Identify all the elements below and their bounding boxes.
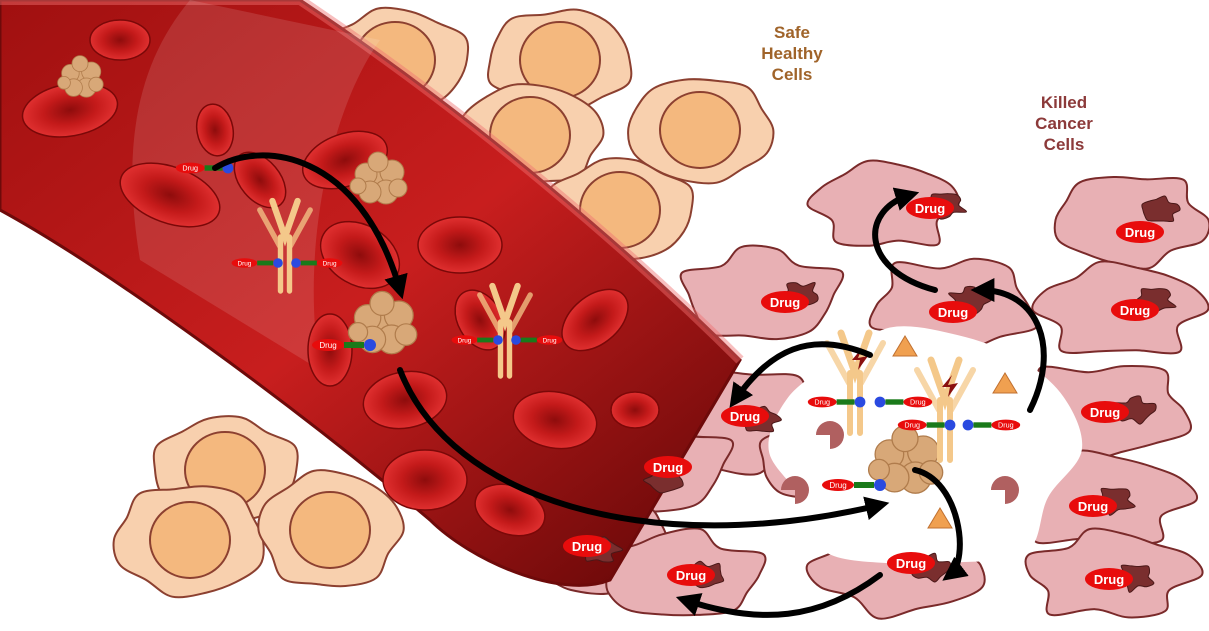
healthy-cell-nucleus: [660, 92, 740, 168]
conjugation-site: [963, 420, 974, 431]
drug-badge: Drug: [1116, 221, 1164, 243]
drug-badge-text: Drug: [653, 460, 683, 475]
drug-payload-text: Drug: [543, 337, 557, 344]
drug-badge: Drug: [1111, 299, 1159, 321]
drug-badge-text: Drug: [1094, 572, 1124, 587]
red-blood-cell: [90, 20, 150, 60]
linker: [521, 338, 537, 343]
drug-badge: Drug: [929, 301, 977, 323]
conjugation-site: [291, 258, 301, 268]
protein-lobe: [348, 323, 367, 342]
drug-payload-text: Drug: [319, 341, 336, 350]
drug-badge: Drug: [721, 405, 769, 427]
red-blood-cell: [383, 450, 467, 510]
linker: [973, 422, 991, 427]
protein-lobe: [395, 324, 417, 346]
drug-payload-text: Drug: [829, 481, 846, 490]
drug-badge-text: Drug: [896, 556, 926, 571]
red-blood-cell: [418, 217, 502, 273]
conjugation-site: [364, 339, 376, 351]
drug-badge: Drug: [563, 535, 611, 557]
drug-badge: Drug: [761, 291, 809, 313]
drug-badge-text: Drug: [1078, 499, 1108, 514]
drug-badge: Drug: [887, 552, 935, 574]
drug-payload-text: Drug: [323, 260, 337, 267]
linker: [927, 422, 945, 427]
conjugation-site: [273, 258, 283, 268]
drug-badge-text: Drug: [1125, 225, 1155, 240]
linker: [854, 482, 874, 488]
drug-badge-text: Drug: [770, 295, 800, 310]
drug-payload-text: Drug: [904, 421, 920, 430]
protein-lobe: [370, 291, 394, 315]
drug-badge: Drug: [1081, 401, 1129, 423]
conjugation-site: [493, 335, 503, 345]
linker: [301, 261, 317, 266]
protein-lobe: [869, 459, 890, 480]
drug-payload-text: Drug: [237, 260, 251, 267]
drug-badge: Drug: [1085, 568, 1133, 590]
linker: [837, 399, 855, 404]
protein-lobe: [389, 179, 407, 197]
drug-badge: Drug: [667, 564, 715, 586]
protein-lobe: [58, 76, 71, 89]
drug-badge-text: Drug: [1090, 405, 1120, 420]
drug-payload-text: Drug: [814, 398, 830, 407]
conjugation-site: [874, 479, 886, 491]
drug-payload-text: Drug: [998, 421, 1014, 430]
linker: [885, 399, 903, 404]
healthy-cells-label: Safe Healthy Cells: [744, 22, 840, 85]
drug-badge-text: Drug: [938, 305, 968, 320]
drug-payload-text: Drug: [457, 337, 471, 344]
conjugation-site: [945, 420, 956, 431]
drug-badge-text: Drug: [572, 539, 602, 554]
drug-payload-text: Drug: [182, 164, 198, 173]
healthy-cell-nucleus: [150, 502, 230, 578]
protein-lobe: [89, 77, 103, 91]
protein-lobe: [350, 178, 366, 194]
conjugation-site: [511, 335, 521, 345]
killed-cancer-cells-label: Killed Cancer Cells: [1016, 92, 1112, 155]
protein-lobe: [72, 56, 88, 72]
drug-badge-text: Drug: [730, 409, 760, 424]
drug-badge: Drug: [1069, 495, 1117, 517]
red-blood-cell: [611, 392, 659, 428]
conjugation-site: [855, 397, 866, 408]
drug-badge-text: Drug: [676, 568, 706, 583]
drug-badge-text: Drug: [1120, 303, 1150, 318]
healthy-cell-nucleus: [290, 492, 370, 568]
linker: [344, 342, 364, 348]
linker: [477, 338, 493, 343]
drug-payload-text: Drug: [910, 398, 926, 407]
protein-lobe: [368, 152, 388, 172]
linker: [257, 261, 273, 266]
receptor-wedge-icon: [781, 476, 809, 504]
drug-badge: Drug: [906, 197, 954, 219]
conjugation-site: [875, 397, 886, 408]
drug-badge: Drug: [644, 456, 692, 478]
drug-badge-text: Drug: [915, 201, 945, 216]
